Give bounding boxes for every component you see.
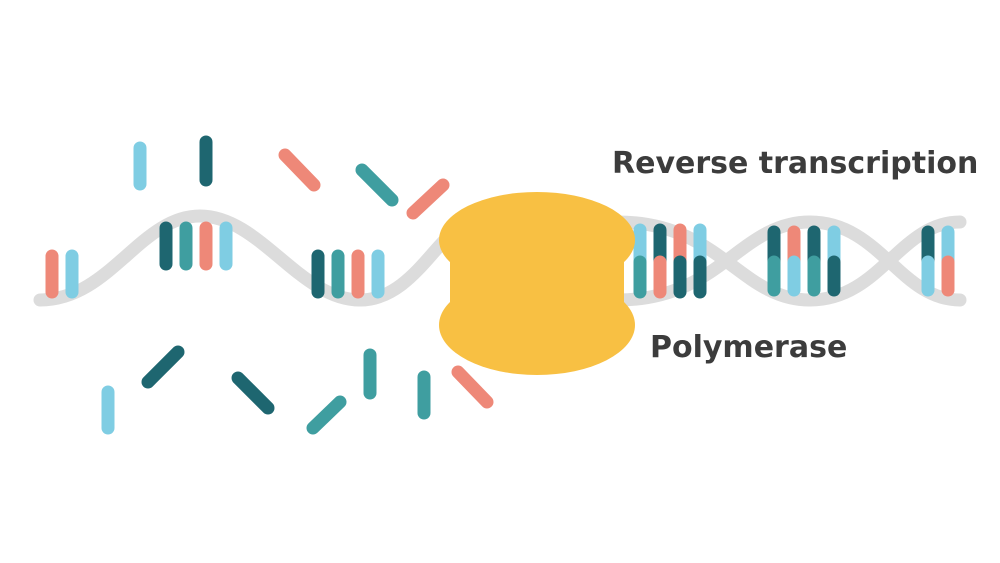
dna-backbone-icon xyxy=(33,209,452,307)
nucleotide-bar-icon xyxy=(406,178,450,220)
dna-backbone-icon xyxy=(611,215,967,307)
free-nucleotides xyxy=(101,135,494,435)
base-pairs xyxy=(45,221,955,299)
nucleotide-bar-icon xyxy=(231,371,275,415)
polymerase-body xyxy=(450,250,624,320)
nucleotide-bar-icon xyxy=(141,345,185,389)
reverse-transcription-label: Reverse transcription xyxy=(612,146,979,181)
dna-backbone-icon xyxy=(611,215,967,307)
nucleotide-bar-icon xyxy=(355,163,399,207)
polymerase-label: Polymerase xyxy=(650,330,848,365)
nucleotide-bar-icon xyxy=(278,148,321,192)
dna-backbones xyxy=(33,209,967,307)
polymerase-blob-icon xyxy=(439,192,635,375)
nucleotide-bar-icon xyxy=(451,365,494,409)
nucleotide-bar-icon xyxy=(306,395,347,435)
